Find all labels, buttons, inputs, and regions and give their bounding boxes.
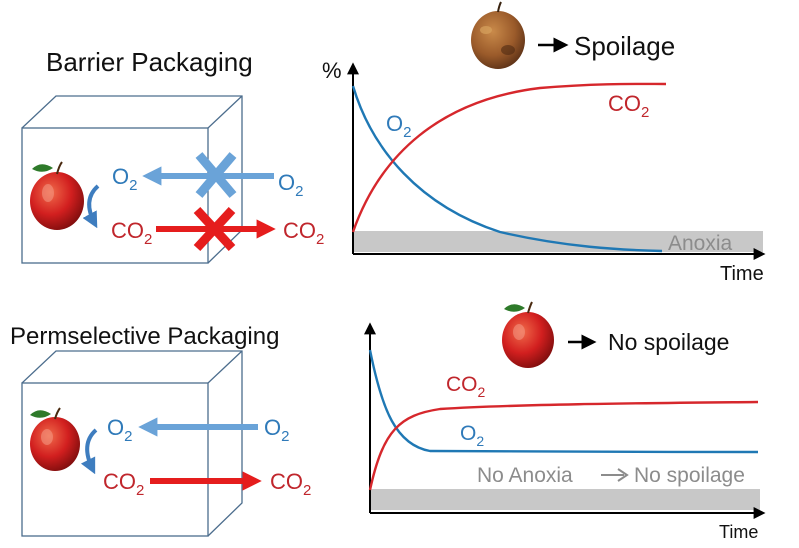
barrier-packaging-title: Barrier Packaging (46, 47, 253, 77)
respiration-curve-arrow-bottom (80, 428, 98, 475)
co2-inside-label-bottom: CO2 (103, 469, 144, 499)
o2-outside-label: O2 (278, 170, 303, 200)
no-spoilage-label: No spoilage (608, 329, 729, 355)
apple-icon-bottom (30, 407, 80, 471)
barrier-gas-chart: Anoxia % Time O2 CO2 (322, 58, 766, 285)
x-axis-label-bottom: Time (719, 522, 758, 542)
o2-inside-label-bottom: O2 (107, 415, 132, 445)
co2-curve-label-bottom: CO2 (446, 373, 486, 400)
x-axis-label: Time (720, 263, 764, 285)
blocked-cross-icon-co2 (193, 206, 236, 252)
anoxia-label: Anoxia (668, 232, 733, 255)
no-anoxia-band (370, 489, 760, 510)
o2-curve-label: O2 (386, 111, 411, 141)
permselective-gas-chart: Time CO2 O2 No Anoxia No spoilage (364, 322, 766, 542)
co2-inside-label: CO2 (111, 218, 152, 248)
apple-icon (30, 161, 84, 230)
o2-curve-label-bottom: O2 (460, 422, 484, 449)
y-axis-label: % (322, 58, 342, 83)
rotten-apple-icon (471, 1, 525, 69)
co2-curve-label: CO2 (608, 91, 649, 121)
o2-outside-label-bottom: O2 (264, 415, 289, 445)
anoxia-band (353, 231, 763, 252)
fresh-apple-icon (502, 301, 554, 368)
o2-curve-bottom (368, 349, 759, 454)
permselective-packaging-title: Permselective Packaging (10, 323, 279, 350)
co2-outside-label-bottom: CO2 (270, 469, 311, 499)
no-spoilage-band-label: No spoilage (634, 464, 745, 487)
no-anoxia-label: No Anoxia (477, 464, 573, 487)
spoilage-label: Spoilage (574, 31, 675, 61)
co2-outside-label: CO2 (283, 218, 324, 248)
co2-curve (351, 82, 667, 233)
o2-inside-label: O2 (112, 164, 137, 194)
o2-curve (351, 85, 663, 253)
blocked-cross-icon (195, 152, 237, 198)
co2-curve-bottom (368, 400, 759, 491)
permselective-package-box (21, 350, 243, 537)
respiration-curve-arrow (82, 184, 100, 229)
